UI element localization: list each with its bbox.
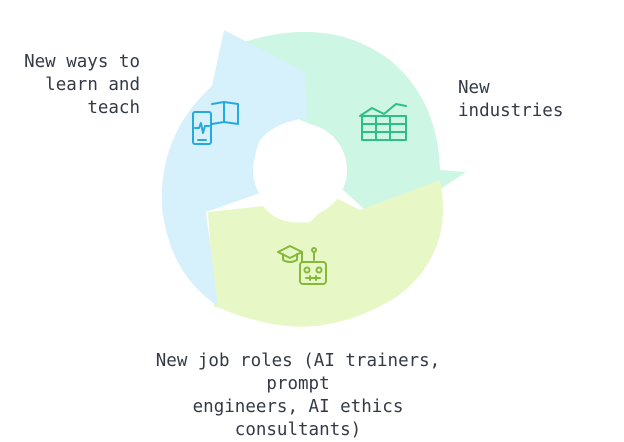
segment-learning — [161, 30, 307, 306]
factory-chart-icon — [359, 103, 407, 141]
cycle-diagram — [161, 30, 466, 327]
label-jobs: New job roles (AI trainers, prompt engin… — [155, 351, 441, 440]
robot-graduate-icon — [277, 245, 327, 285]
tablet-book-icon — [192, 101, 239, 145]
label-learning: New ways to learn and teach — [24, 52, 140, 118]
label-industries: New industries — [458, 78, 564, 121]
segment-jobs — [208, 180, 443, 327]
